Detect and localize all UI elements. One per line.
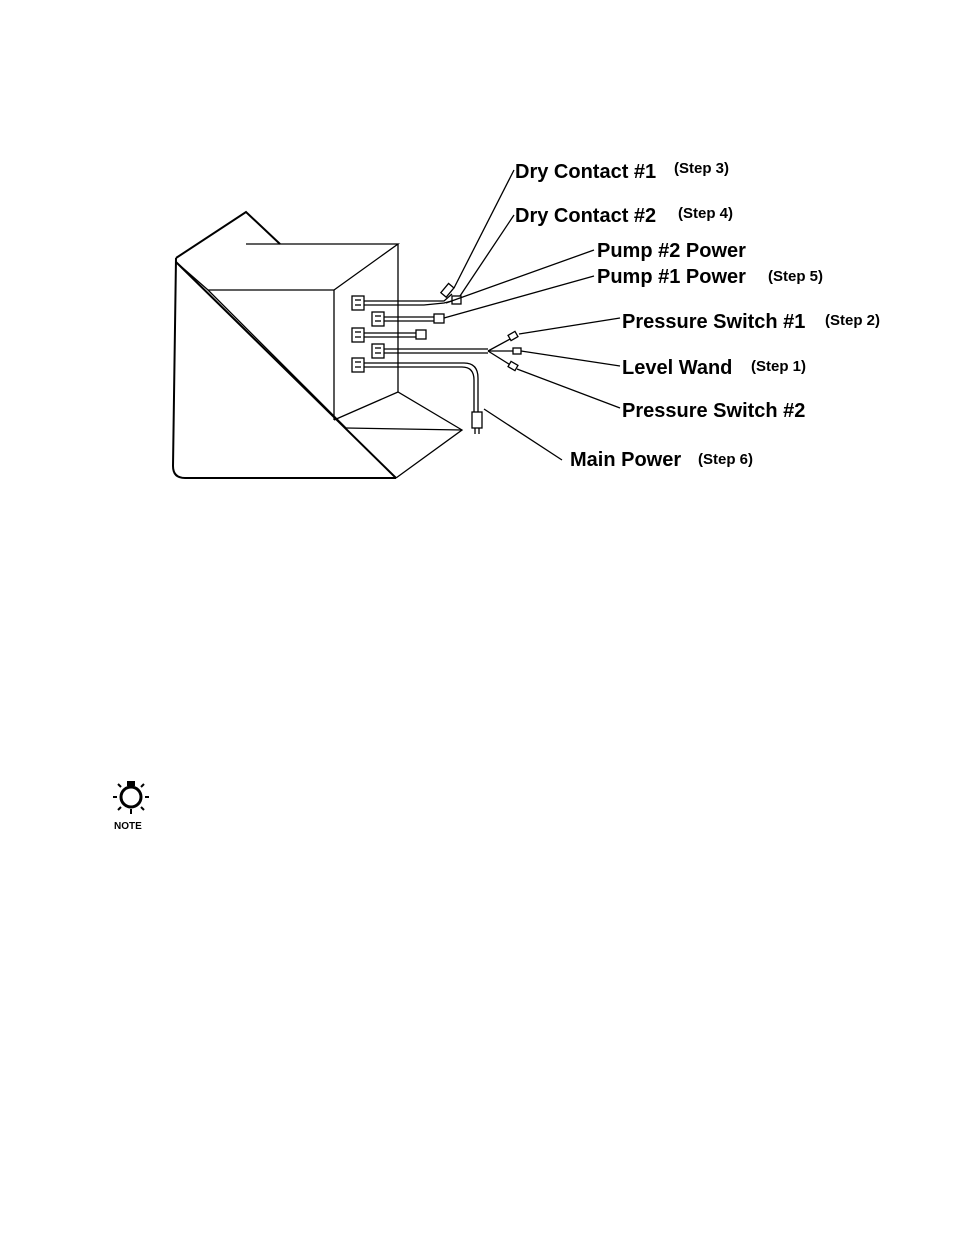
label-name: Pump #1 Power <box>597 266 746 288</box>
enclosure-drawing <box>173 212 462 478</box>
label-level-wand: Level Wand (Step 1) <box>622 357 806 379</box>
label-step: (Step 4) <box>678 205 733 222</box>
label-pump-2-power: Pump #2 Power <box>597 240 746 262</box>
label-name: Main Power <box>570 449 681 471</box>
label-name: Dry Contact #2 <box>515 205 656 227</box>
main-power-plug <box>472 412 482 434</box>
label-pressure-switch-1: Pressure Switch #1 (Step 2) <box>622 311 880 333</box>
dry-contact-wires <box>424 283 461 305</box>
label-name: Pump #2 Power <box>597 240 746 262</box>
label-name: Level Wand <box>622 357 732 379</box>
lightbulb-icon <box>113 781 149 814</box>
label-step: (Step 2) <box>825 312 880 329</box>
label-name: Pressure Switch #1 <box>622 311 805 333</box>
label-main-power: Main Power (Step 6) <box>570 449 753 471</box>
note-callout: NOTE <box>113 781 149 832</box>
label-step: (Step 5) <box>768 268 823 285</box>
label-dry-contact-1: Dry Contact #1 (Step 3) <box>515 160 729 183</box>
label-step: (Step 6) <box>698 451 753 468</box>
note-label: NOTE <box>114 821 142 832</box>
label-name: Pressure Switch #2 <box>622 400 805 422</box>
label-step: (Step 3) <box>674 160 729 177</box>
label-pressure-switch-2: Pressure Switch #2 <box>622 400 805 422</box>
label-dry-contact-2: Dry Contact #2 (Step 4) <box>515 205 733 227</box>
label-step: (Step 1) <box>751 358 806 375</box>
label-pump-1-power: Pump #1 Power (Step 5) <box>597 266 823 288</box>
sensor-wires <box>488 331 521 370</box>
label-name: Dry Contact #1 <box>515 161 656 183</box>
connector-group <box>352 296 488 412</box>
